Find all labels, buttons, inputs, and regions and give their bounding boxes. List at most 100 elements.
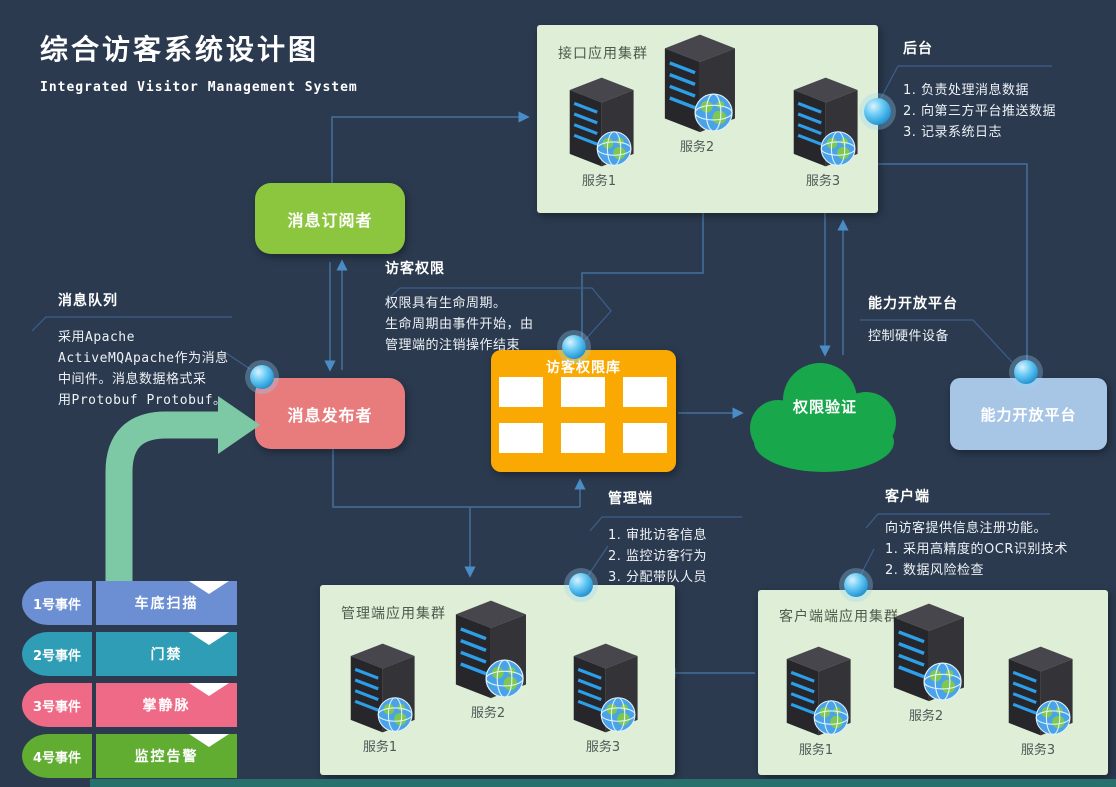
event-notch-icon xyxy=(189,581,229,594)
store-cell xyxy=(561,377,605,407)
permission-verify-cloud[interactable] xyxy=(742,358,907,476)
store-cell xyxy=(623,423,667,453)
bottom-lane-strip xyxy=(90,779,1116,787)
callout-capability: 能力开放平台 控制硬件设备 xyxy=(868,293,1068,347)
event-tag: 1号事件 xyxy=(22,581,92,625)
server-label: 服务3 xyxy=(1020,743,1056,758)
server-label: 服务1 xyxy=(362,740,398,755)
callout-line: 2. 向第三方平台推送数据 xyxy=(903,104,1057,119)
event-row-4[interactable]: 4号事件 监控告警 xyxy=(22,734,237,778)
callout-line: 3. 分配带队人员 xyxy=(608,570,708,585)
callout-line: 3. 记录系统日志 xyxy=(903,125,1003,140)
server-label: 服务2 xyxy=(679,140,715,155)
callout-visitor-permission: 访客权限 权限具有生命周期。 生命周期由事件开始，由 管理端的注销操作结束 xyxy=(385,258,615,356)
server-icon xyxy=(893,603,964,702)
permission-store-grid xyxy=(499,377,667,453)
server-icon xyxy=(1008,646,1073,736)
callout-line: 1. 审批访客信息 xyxy=(608,528,708,543)
interface-cluster-box[interactable]: 接口应用集群 服务1 服务2 xyxy=(537,25,878,213)
message-subscriber-node[interactable]: 消息订阅者 xyxy=(255,183,405,254)
store-cell xyxy=(561,423,605,453)
server-node[interactable]: 服务2 xyxy=(649,23,745,155)
connector-sphere xyxy=(569,573,593,597)
callout-line: 权限具有生命周期。 xyxy=(385,296,507,311)
callout-line: 向访客提供信息注册功能。 xyxy=(885,521,1048,536)
callout-line: 生命周期由事件开始，由 xyxy=(385,317,534,332)
event-tag: 4号事件 xyxy=(22,734,92,778)
server-icon xyxy=(793,77,858,167)
server-icon xyxy=(573,643,638,733)
event-notch-icon xyxy=(189,734,229,747)
callout-leader-lines xyxy=(31,65,1052,581)
server-node[interactable]: 服务3 xyxy=(775,67,871,189)
interface-cluster-label: 接口应用集群 xyxy=(558,46,648,62)
event-tag: 3号事件 xyxy=(22,683,92,727)
event-flow-arrow xyxy=(105,396,260,598)
server-icon xyxy=(455,600,526,699)
connector-sphere xyxy=(1014,360,1038,384)
server-node[interactable]: 服务3 xyxy=(990,636,1086,758)
server-node[interactable]: 服务1 xyxy=(332,633,428,755)
server-node[interactable]: 服务2 xyxy=(878,592,974,724)
server-node[interactable]: 服务3 xyxy=(555,633,651,755)
server-node[interactable]: 服务2 xyxy=(440,589,536,721)
server-icon xyxy=(350,643,415,733)
server-label: 服务2 xyxy=(470,706,506,721)
permission-store-node[interactable]: 访客权限库 xyxy=(491,350,676,472)
store-cell xyxy=(499,377,543,407)
server-label: 服务3 xyxy=(585,740,621,755)
callout-line: 2. 监控访客行为 xyxy=(608,549,708,564)
connector-sphere xyxy=(864,98,891,125)
permission-store-label: 访客权限库 xyxy=(546,360,621,376)
callout-title: 消息队列 xyxy=(58,293,118,309)
callout-line: 1. 负责处理消息数据 xyxy=(903,83,1030,98)
event-notch-icon xyxy=(189,632,229,645)
store-cell xyxy=(499,423,543,453)
server-icon xyxy=(664,34,735,133)
event-row-3[interactable]: 3号事件 掌静脉 xyxy=(22,683,237,727)
server-node[interactable]: 服务1 xyxy=(551,67,647,189)
event-tag: 2号事件 xyxy=(22,632,92,676)
callout-title: 能力开放平台 xyxy=(868,296,958,312)
connector-sphere xyxy=(844,573,868,597)
client-cluster-label: 客户端端应用集群 xyxy=(779,609,899,625)
callout-message-queue: 消息队列 采用Apache ActiveMQApache作为消息 中间件。消息数… xyxy=(58,290,258,411)
server-label: 服务1 xyxy=(581,174,617,189)
callout-line: 中间件。消息数据格式采 xyxy=(58,372,207,387)
callout-title: 后台 xyxy=(903,41,933,57)
callout-title: 管理端 xyxy=(608,491,653,507)
server-label: 服务2 xyxy=(908,709,944,724)
callout-line: 控制硬件设备 xyxy=(868,329,950,344)
callout-line: 用Protobuf Protobuf。 xyxy=(58,393,227,408)
callout-management: 管理端 1. 审批访客信息 2. 监控访客行为 3. 分配带队人员 xyxy=(608,488,788,588)
event-notch-icon xyxy=(189,683,229,696)
callout-line: 管理端的注销操作结束 xyxy=(385,338,521,353)
event-row-1[interactable]: 1号事件 车底扫描 xyxy=(22,581,237,625)
client-cluster-box[interactable]: 客户端端应用集群 服务1 服务2 xyxy=(758,590,1108,775)
callout-line: 2. 数据风险检查 xyxy=(885,563,985,578)
server-icon xyxy=(569,77,634,167)
callout-line: ActiveMQApache作为消息 xyxy=(58,351,229,366)
management-cluster-label: 管理端应用集群 xyxy=(341,606,446,622)
server-label: 服务3 xyxy=(805,174,841,189)
connector-sphere xyxy=(250,365,274,389)
callout-title: 客户端 xyxy=(885,489,930,505)
permission-verify-label: 权限验证 xyxy=(792,398,857,416)
management-cluster-box[interactable]: 管理端应用集群 服务1 服务2 xyxy=(320,585,675,775)
server-node[interactable]: 服务1 xyxy=(768,636,864,758)
page-title: 综合访客系统设计图 xyxy=(40,33,320,66)
callout-line: 1. 采用高精度的OCR识别技术 xyxy=(885,542,1068,557)
capability-platform-label: 能力开放平台 xyxy=(980,405,1077,424)
server-label: 服务1 xyxy=(798,743,834,758)
store-cell xyxy=(623,377,667,407)
callout-line: 采用Apache xyxy=(58,330,135,345)
server-icon xyxy=(786,646,851,736)
callout-client: 客户端 向访客提供信息注册功能。 1. 采用高精度的OCR识别技术 2. 数据风… xyxy=(885,486,1110,581)
message-publisher-label: 消息发布者 xyxy=(287,405,373,425)
callout-title: 访客权限 xyxy=(385,261,445,277)
message-publisher-node[interactable]: 消息发布者 xyxy=(255,378,405,449)
capability-platform-node[interactable]: 能力开放平台 xyxy=(950,378,1107,450)
event-row-2[interactable]: 2号事件 门禁 xyxy=(22,632,237,676)
